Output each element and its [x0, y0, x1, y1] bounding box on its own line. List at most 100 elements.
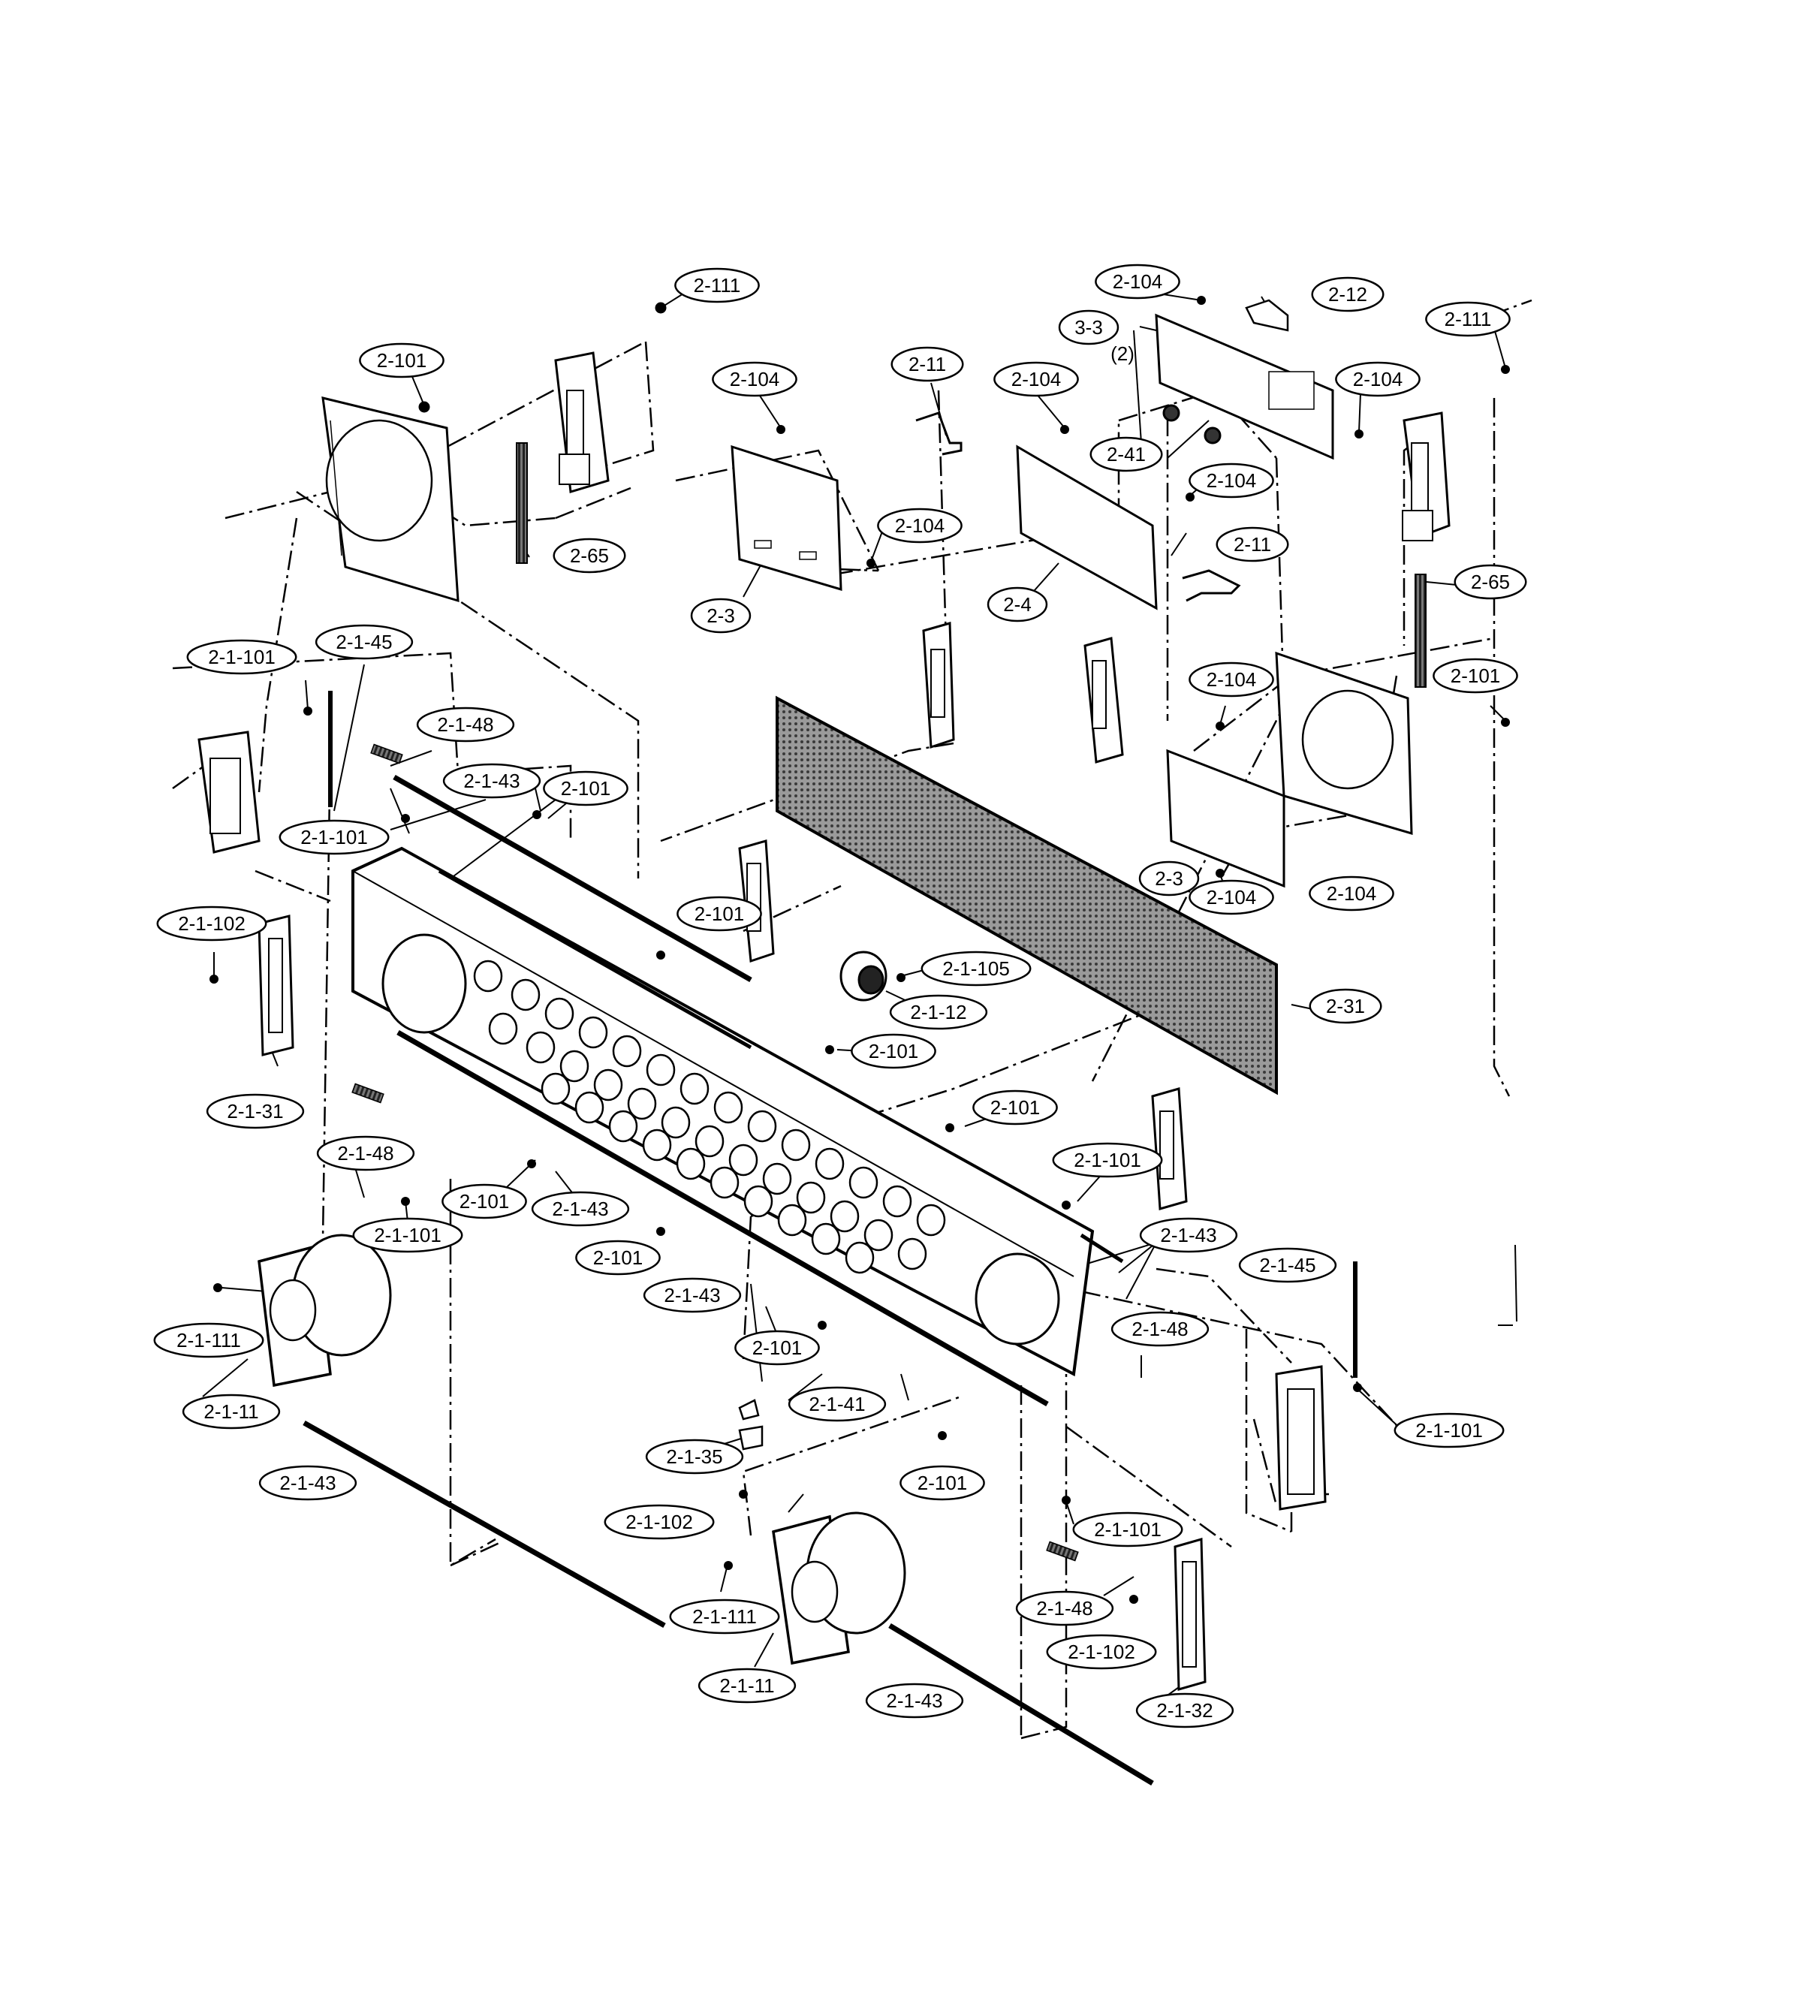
callout-bubble	[1110, 1311, 1210, 1347]
callout-2-1-12: 2-1-12	[889, 994, 988, 1030]
callout-2-1-101: 2-1-101	[186, 639, 297, 675]
callout-label: 2-101	[460, 1190, 510, 1213]
callout-2-1-43: 2-1-43	[865, 1683, 964, 1719]
callout-2-1-105: 2-1-105	[921, 951, 1032, 987]
callout-bubble	[604, 1504, 715, 1540]
callout-bubble	[1311, 276, 1385, 312]
callout-bubble	[186, 639, 297, 675]
callout-2-104: 2-104	[1309, 875, 1394, 912]
callout-label: 2-65	[1471, 571, 1510, 593]
board-2-3-left	[731, 444, 842, 592]
callout-bubble	[441, 1183, 527, 1219]
callout-label: 2-1-101	[1074, 1149, 1141, 1171]
callout-bubble	[1189, 879, 1274, 915]
callout-bubble	[987, 586, 1048, 622]
callout-label: 2-1-35	[666, 1445, 722, 1468]
callout-bubble	[889, 994, 988, 1030]
callout-bubble	[877, 508, 963, 544]
callout-2-1-11: 2-1-11	[698, 1668, 797, 1704]
callout-label: 2-1-101	[374, 1224, 441, 1246]
callout-2-4: 2-4	[987, 586, 1048, 622]
callout-label: 2-4	[1003, 593, 1032, 616]
callout-label: 2-3	[1155, 867, 1183, 890]
callout-label: 2-101	[593, 1246, 643, 1269]
callout-label: 2-101	[695, 903, 745, 925]
callout-2-101: 2-101	[1433, 658, 1518, 694]
cable-2-11-lower	[1182, 569, 1241, 602]
callout-bubble	[1015, 1590, 1114, 1626]
callout-label: 2-104	[895, 514, 945, 537]
callout-label: 2-1-101	[300, 826, 368, 848]
callout-label: 2-101	[990, 1096, 1041, 1119]
callout-2-1-111: 2-1-111	[153, 1322, 264, 1358]
callout-bubble	[690, 598, 752, 634]
upper-right-bracket	[1402, 411, 1451, 541]
callout-2-101: 2-101	[575, 1240, 661, 1276]
callout-bubble	[1425, 301, 1511, 337]
callout-bubble	[279, 819, 390, 855]
callout-bubble	[1394, 1412, 1505, 1448]
callout-bubble	[712, 361, 797, 397]
callout-2-31: 2-31	[1309, 988, 1382, 1024]
callout-bubble	[890, 346, 964, 382]
callout-2-1-101: 2-1-101	[279, 819, 390, 855]
callout-2-101: 2-101	[543, 770, 628, 806]
callout-bubble	[851, 1033, 936, 1069]
board-2-4	[1016, 444, 1158, 610]
callout-2-1-102: 2-1-102	[156, 906, 267, 942]
callout-2-1-102: 2-1-102	[604, 1504, 715, 1540]
knob-2-41-b	[1204, 426, 1222, 444]
callout-2-104: 2-104	[1189, 463, 1274, 499]
pad-2-1-48-c	[1046, 1541, 1079, 1562]
upper-right-board	[1275, 651, 1413, 836]
callout-2-101: 2-101	[676, 896, 762, 932]
rod-2-1-43-bottom-right	[888, 1623, 1154, 1786]
mid-bracket-2	[1083, 637, 1124, 764]
callout-bubble	[316, 1135, 415, 1171]
callout-2-11: 2-11	[890, 346, 964, 382]
callout-2-104: 2-104	[1095, 264, 1180, 300]
callout-2-101: 2-101	[851, 1033, 936, 1069]
board-3-3	[1155, 313, 1334, 460]
callout-2-104: 2-104	[1189, 661, 1274, 698]
callout-label: 2-101	[869, 1040, 919, 1062]
callout-label: 2-11	[908, 353, 946, 375]
callout-label: 3-3	[1074, 316, 1103, 339]
callout-label: 2-1-43	[552, 1198, 608, 1220]
callout-bubble	[669, 1599, 780, 1635]
callout-2-1-101: 2-1-101	[1394, 1412, 1505, 1448]
callout-bubble	[1089, 436, 1163, 472]
callout-label: 2-1-11	[719, 1674, 774, 1697]
callout-label: 2-104	[1011, 368, 1062, 390]
callout-bubble	[553, 538, 626, 574]
callout-2-1-48: 2-1-48	[1015, 1590, 1114, 1626]
tweeter-2-1-12	[839, 951, 887, 1002]
callout-2-65: 2-65	[1454, 564, 1527, 600]
callout-label: 2-104	[1207, 886, 1257, 909]
callout-bubble	[1216, 526, 1289, 562]
strip-left	[516, 442, 528, 564]
rod-2-1-43-lower	[396, 1029, 1049, 1407]
callout-label: 2-104	[1207, 469, 1257, 492]
callout-label: 2-1-48	[1036, 1597, 1092, 1620]
callout-2-101: 2-101	[734, 1330, 820, 1366]
left-end-bracket	[197, 731, 261, 854]
callout-2-1-32: 2-1-32	[1135, 1692, 1234, 1728]
part-callouts: 2-111 2-101 2-65 2-104 2-104 2-3 2-11 2-104 2-4 2…	[153, 264, 1527, 1728]
callout-2-1-41: 2-1-41	[788, 1386, 887, 1422]
callout-2-1-43: 2-1-43	[442, 763, 541, 799]
callout-label: 2-12	[1328, 283, 1367, 306]
mid-bracket-1	[922, 622, 955, 749]
callout-2-1-43: 2-1-43	[531, 1191, 630, 1227]
callout-2-1-101: 2-1-101	[1072, 1511, 1183, 1547]
callout-bubble	[734, 1330, 820, 1366]
right-end-bracket	[1275, 1365, 1327, 1511]
callout-label: 2-1-45	[336, 631, 392, 653]
callout-2-104: 2-104	[712, 361, 797, 397]
callout-label: 2-1-11	[203, 1400, 258, 1423]
callout-bubble	[643, 1277, 742, 1313]
side-panel-2-1-32	[1174, 1538, 1207, 1691]
callout-2-111: 2-111	[1425, 301, 1511, 337]
callout-label: 2-101	[1451, 664, 1501, 687]
clip-2-1-35	[738, 1425, 764, 1451]
